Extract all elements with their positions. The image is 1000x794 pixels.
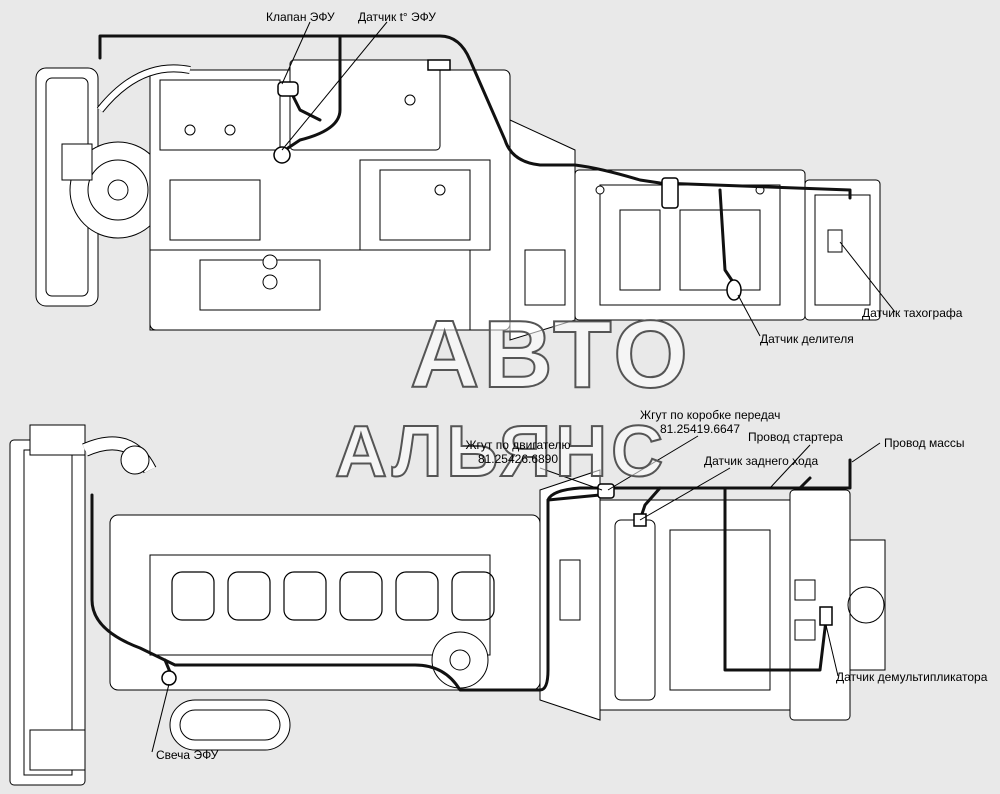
watermark-line2: АЛЬЯНС [334, 411, 668, 493]
label-provod-massy: Провод массы [884, 436, 965, 450]
label-zhgut-kpp-num: 81.25419.6647 [659, 422, 741, 436]
label-zhgut-dvig-num: 81.25426.6890 [477, 452, 559, 466]
cylinder-heads [171, 571, 495, 621]
label-provod-startera: Провод стартера [748, 430, 843, 444]
label-zhgut-dvig-name: Жгут по двигателю [465, 438, 571, 452]
leader-lines [151, 21, 896, 753]
label-datchik-zadnego-hoda: Датчик заднего хода [704, 454, 819, 468]
label-datchik-demult: Датчик демультипликатора [836, 670, 988, 684]
label-svecha-efu: Свеча ЭФУ [156, 748, 219, 762]
label-datchik-t-efu: Датчик t° ЭФУ [358, 10, 436, 24]
label-zhgut-kpp-name: Жгут по коробке передач [640, 408, 781, 422]
label-zhgut-dvig: Жгут по двигателю 81.25426.6890 [458, 438, 578, 466]
engine-side-view [35, 59, 881, 341]
bottom-harness [90, 458, 852, 692]
label-datchik-tahografa: Датчик тахографа [862, 306, 963, 320]
top-harness-sensors [273, 59, 742, 301]
label-zhgut-kpp: Жгут по коробке передач 81.25419.6647 [640, 408, 781, 436]
label-datchik-delitelya: Датчик делителя [760, 332, 854, 346]
engine-plan-view [9, 424, 886, 786]
watermark-line1: АВТО [409, 300, 692, 409]
label-klapan-efu: Клапан ЭФУ [266, 10, 335, 24]
bottom-harness-parts [161, 483, 833, 686]
